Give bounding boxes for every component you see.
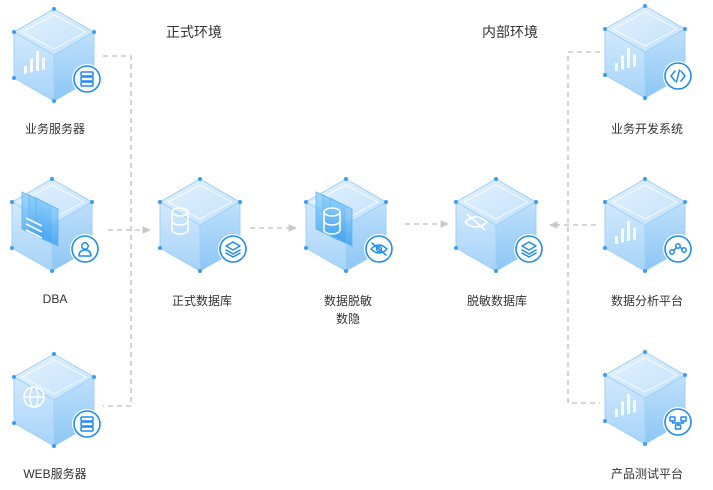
biz-dev-label: 业务开发系统 — [610, 122, 683, 136]
production-env-title: 正式环境 — [166, 24, 222, 40]
node-masking — [304, 177, 394, 273]
share-nodes-icon — [663, 234, 693, 264]
server-icon — [72, 409, 102, 439]
biz-server-label: 业务服务器 — [24, 122, 85, 136]
left-bracket-connector — [103, 55, 151, 407]
masked-db-label: 脱敏数据库 — [466, 294, 527, 308]
node-web-server — [12, 352, 102, 448]
node-prod-db — [158, 177, 248, 273]
masking-label-line2: 数隐 — [335, 312, 360, 326]
node-biz-dev — [603, 4, 693, 100]
node-product-test — [603, 350, 693, 446]
web-server-label: WEB服务器 — [23, 467, 87, 481]
layers-icon — [218, 234, 248, 264]
node-dba — [10, 177, 100, 273]
node-masked-db — [454, 177, 544, 273]
server-icon — [72, 64, 102, 94]
node-biz-server — [12, 7, 102, 103]
network-icon — [663, 407, 693, 437]
code-icon — [663, 61, 693, 91]
internal-env-title: 内部环境 — [482, 24, 538, 40]
eye-off-icon — [364, 234, 394, 264]
node-data-analysis — [603, 177, 693, 273]
user-icon — [70, 234, 100, 264]
masking-label-line1: 数据脱敏 — [323, 294, 372, 308]
right-bracket-connector — [549, 51, 600, 404]
layers-icon — [514, 234, 544, 264]
data-analysis-label: 数据分析平台 — [610, 294, 683, 308]
prod-db-label: 正式数据库 — [171, 294, 232, 308]
product-test-label: 产品测试平台 — [610, 467, 683, 481]
dba-label: DBA — [42, 292, 68, 306]
